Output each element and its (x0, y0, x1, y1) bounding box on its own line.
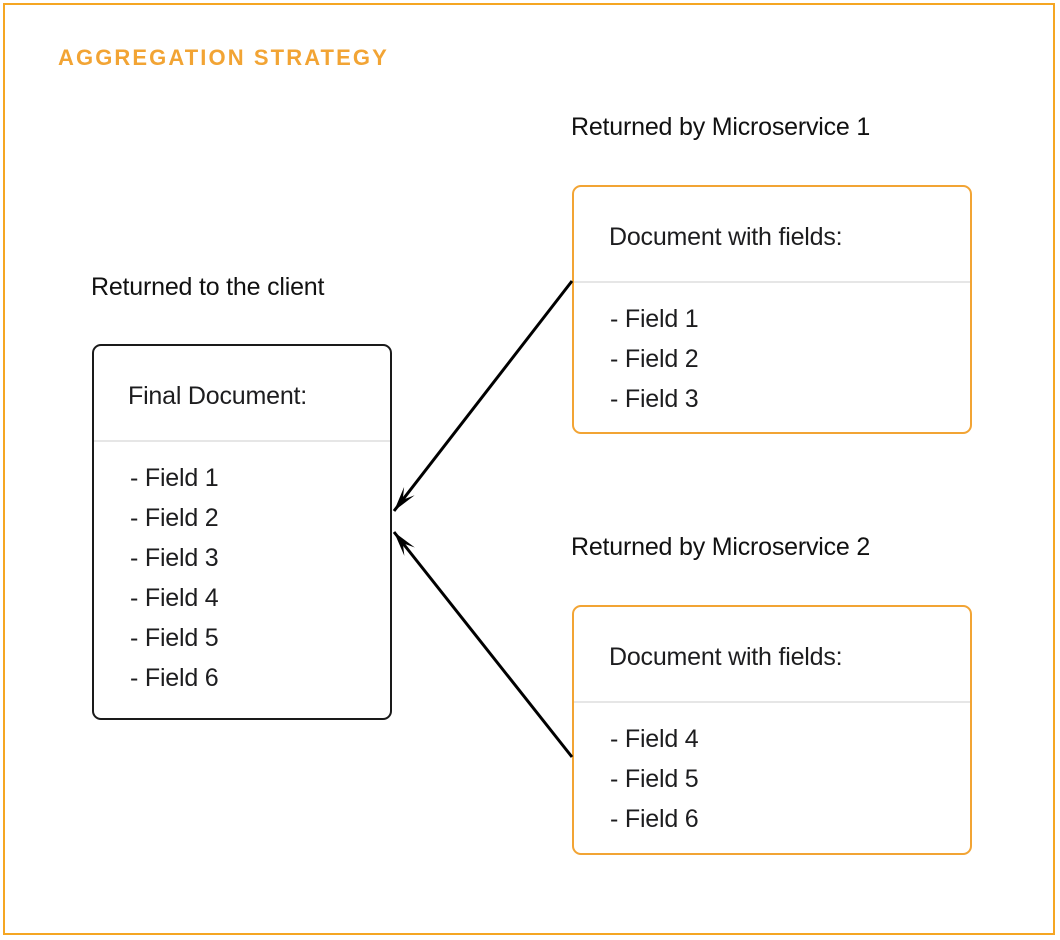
heading-returned-to-client: Returned to the client (91, 273, 325, 301)
microservice-1-document-divider (574, 281, 970, 283)
microservice-2-document-box: Document with fields: - Field 4 - Field … (572, 605, 972, 855)
microservice-1-document-header: Document with fields: (609, 223, 843, 251)
list-item: - Field 1 (130, 464, 219, 492)
microservice-2-document-divider (574, 701, 970, 703)
microservice-1-document-box: Document with fields: - Field 1 - Field … (572, 185, 972, 434)
list-item: - Field 3 (610, 385, 699, 413)
list-item: - Field 5 (130, 624, 219, 652)
list-item: - Field 6 (610, 805, 699, 833)
list-item: - Field 1 (610, 305, 699, 333)
microservice-2-document-header: Document with fields: (609, 643, 843, 671)
arrow-head-icon (394, 487, 415, 511)
list-item: - Field 5 (610, 765, 699, 793)
final-document-divider (94, 440, 390, 442)
list-item: - Field 6 (130, 664, 219, 692)
arrow-line (392, 531, 574, 758)
arrow-ms2-to-client (392, 531, 574, 758)
page-title: AGGREGATION STRATEGY (58, 45, 389, 70)
heading-returned-by-microservice-1: Returned by Microservice 1 (571, 113, 871, 141)
microservice-1-field-list: - Field 1 - Field 2 - Field 3 (610, 299, 699, 419)
final-document-box: Final Document: - Field 1 - Field 2 - Fi… (92, 344, 392, 720)
arrow-head-icon (394, 532, 415, 556)
final-document-header: Final Document: (128, 382, 308, 410)
heading-returned-by-microservice-2: Returned by Microservice 2 (571, 533, 871, 561)
list-item: - Field 2 (130, 504, 219, 532)
final-document-field-list: - Field 1 - Field 2 - Field 3 - Field 4 … (130, 458, 219, 698)
list-item: - Field 4 (130, 584, 219, 612)
arrow-line (392, 280, 574, 512)
microservice-2-field-list: - Field 4 - Field 5 - Field 6 (610, 719, 699, 839)
list-item: - Field 4 (610, 725, 699, 753)
list-item: - Field 3 (130, 544, 219, 572)
list-item: - Field 2 (610, 345, 699, 373)
arrow-ms1-to-client (392, 280, 574, 512)
